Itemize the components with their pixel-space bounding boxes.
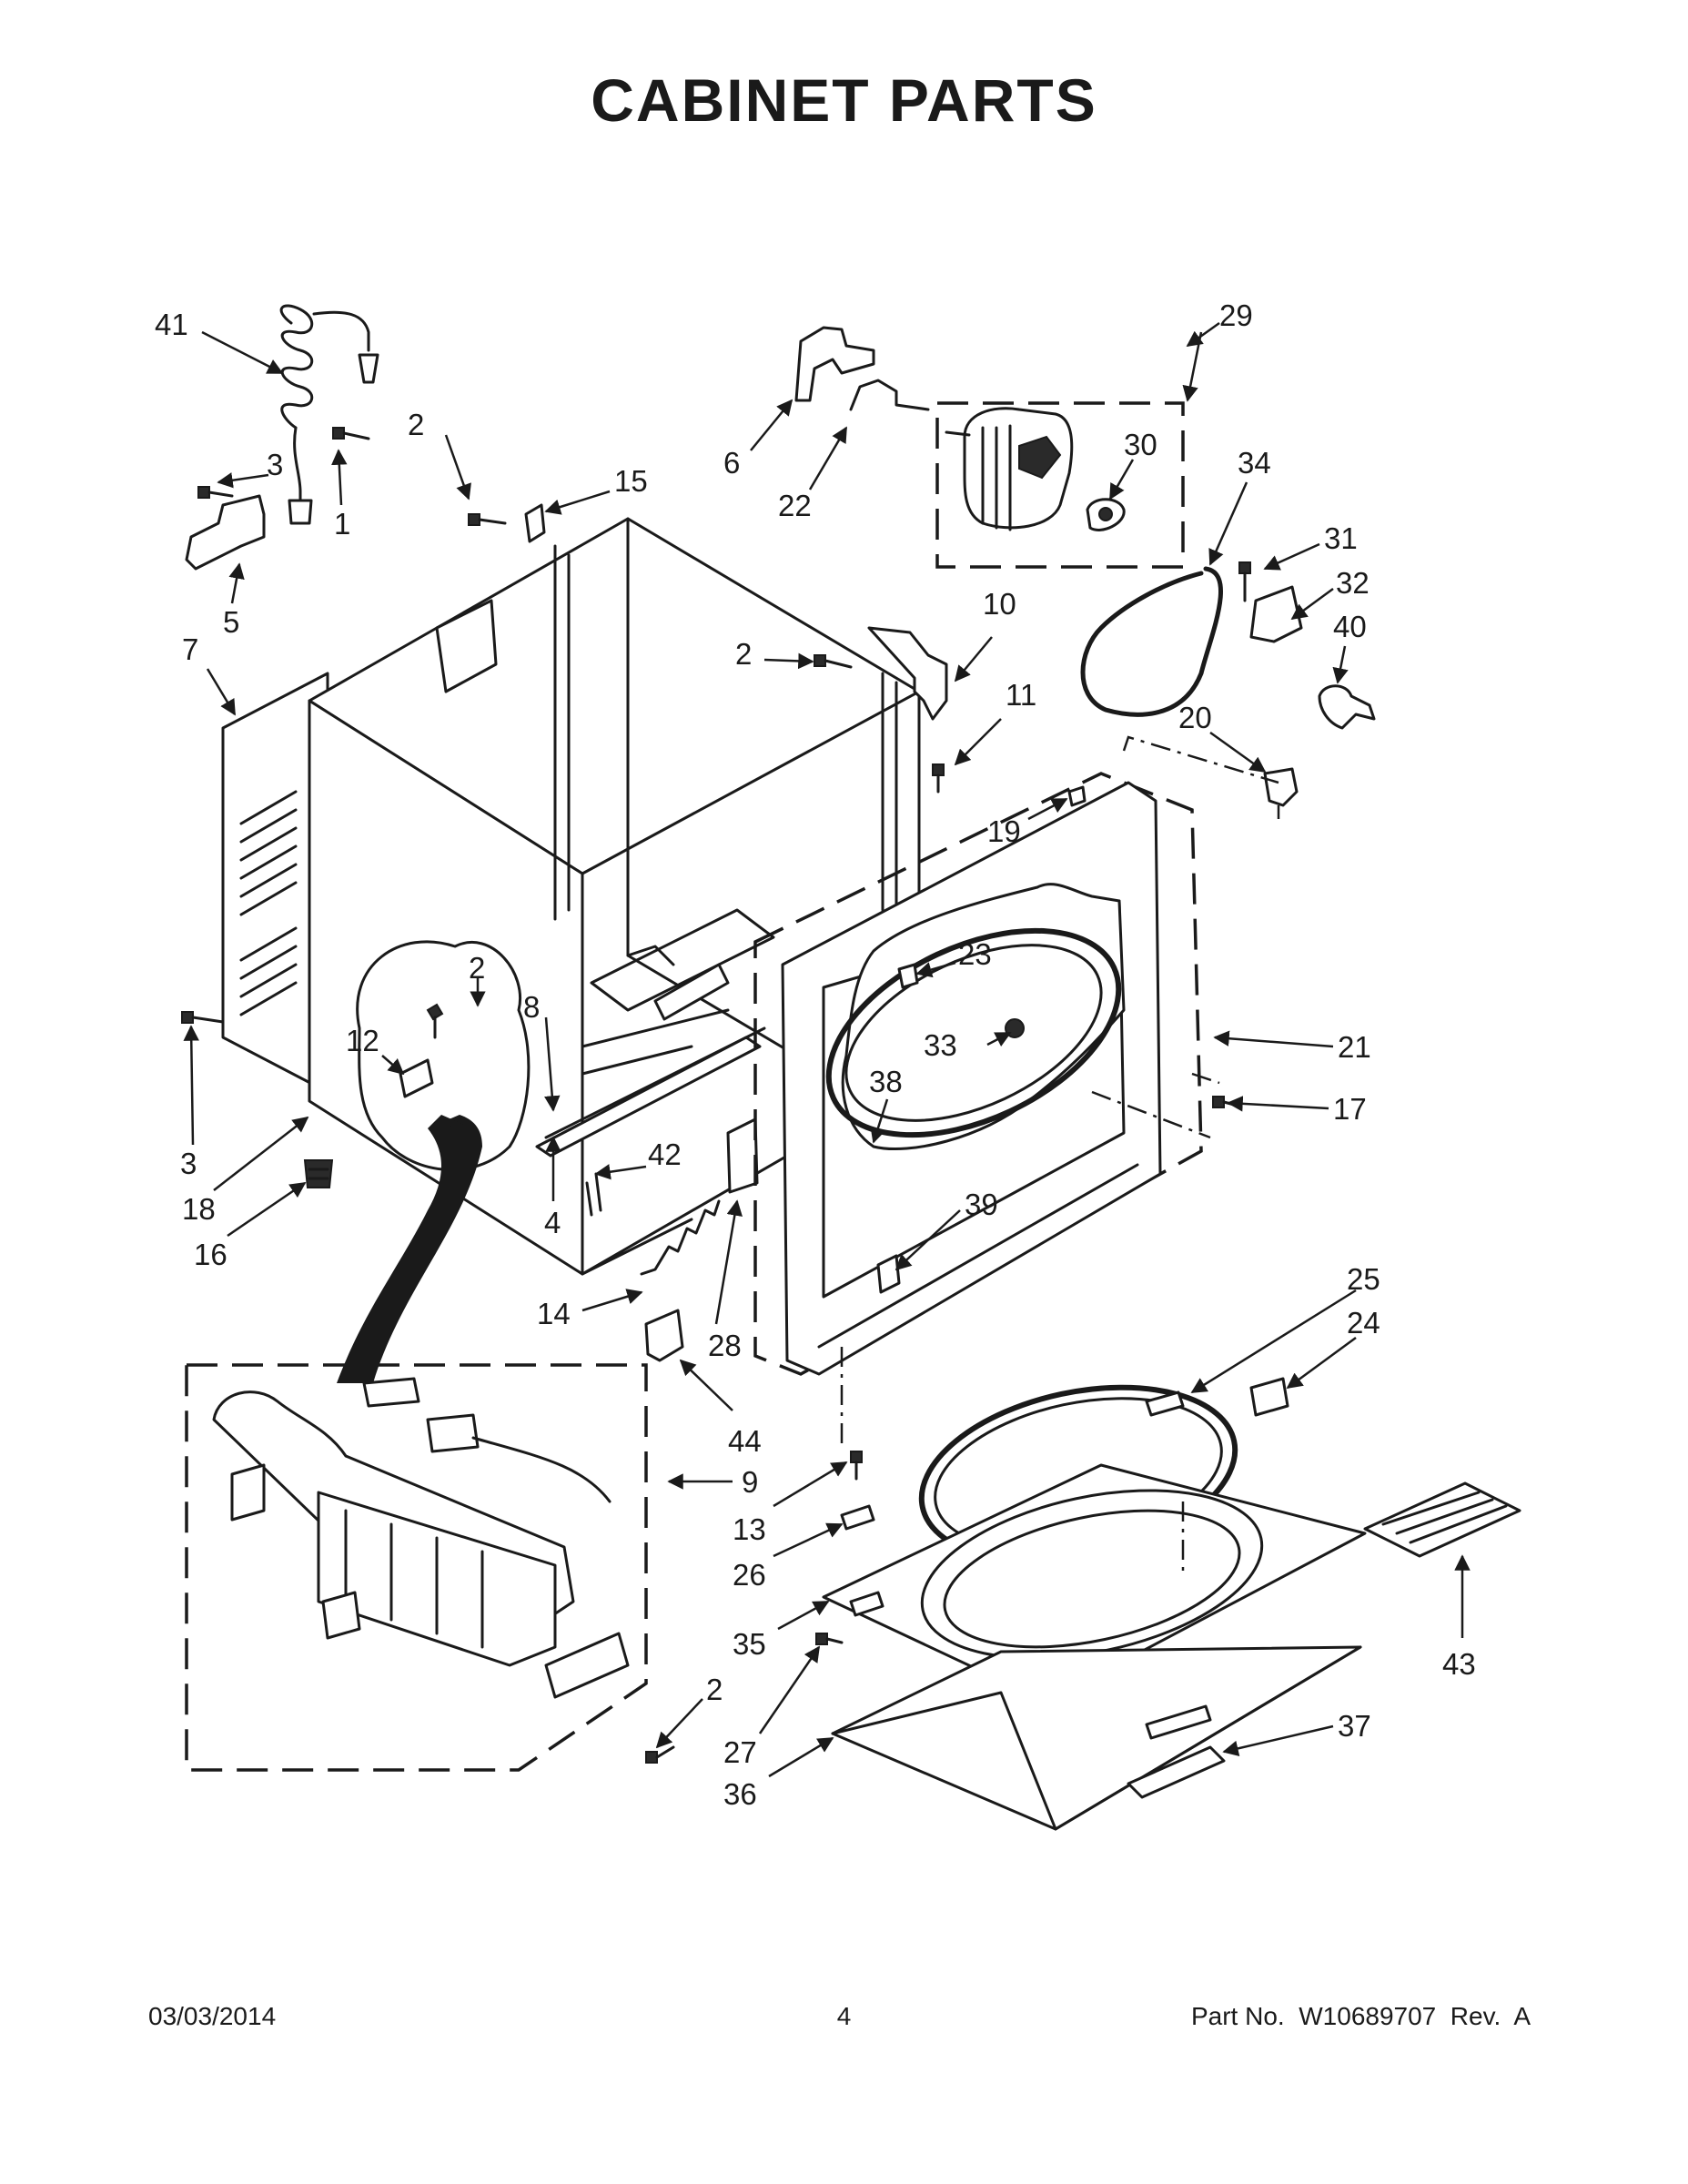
callout-30: 30 [1124,428,1157,461]
screw [197,486,234,499]
leader-lines [183,321,1471,1778]
callout-21: 21 [1338,1030,1371,1064]
door-switch [1318,684,1376,730]
callout-11: 11 [1006,678,1036,712]
callout-42: 42 [648,1138,682,1171]
start-button [1263,767,1299,807]
lamp [897,963,919,989]
leveling-leg [303,1159,334,1188]
motor-strap [849,379,930,411]
door-strike [876,1254,901,1294]
callout-43: 43 [1442,1647,1476,1681]
screw [468,513,507,526]
drive-belt [1080,566,1223,717]
motor-mount [644,1309,684,1362]
screw [332,427,370,440]
callout-38: 38 [869,1065,903,1098]
callout-9: 9 [742,1465,758,1499]
callout-2: 2 [735,637,752,671]
callout-25: 25 [1347,1262,1380,1296]
motor-bracket [794,326,875,402]
callout-26: 26 [733,1558,766,1592]
base-interior [535,908,775,1217]
callout-labels: 1 2 2 2 2 3 3 4 5 6 7 8 9 10 11 12 13 14… [155,298,1476,1811]
callout-40: 40 [1333,610,1367,643]
drum-seal [825,927,1122,1138]
callout-2: 2 [408,408,424,441]
drive-motor [945,407,1126,531]
heater-assembly [212,1377,630,1699]
callout-33: 33 [924,1028,957,1062]
toe-grille [1363,1481,1521,1558]
heater-assembly-box [185,1363,648,1772]
callout-4: 4 [544,1206,561,1239]
callout-44: 44 [728,1424,762,1458]
screw [426,1003,444,1039]
callout-17: 17 [1333,1092,1367,1126]
callout-22: 22 [778,489,812,522]
wire-clip [524,503,546,543]
callout-2: 2 [469,951,485,985]
callout-13: 13 [733,1512,766,1546]
footer-page-number: 4 [836,2002,852,2030]
callout-6: 6 [723,446,740,480]
rear-vents [239,790,298,1016]
switch-bracket [1249,585,1303,643]
callout-3: 3 [267,448,283,481]
callout-36: 36 [723,1777,757,1811]
callout-39: 39 [965,1188,998,1221]
screw [645,1745,675,1764]
callout-28: 28 [708,1329,742,1362]
screw [815,1633,844,1645]
callout-41: 41 [155,308,188,341]
callout-23: 23 [958,937,992,971]
front-panel-outline [753,772,1203,1376]
screw [181,1011,225,1024]
callout-34: 34 [1238,446,1271,480]
side-cutaway [356,940,531,1171]
bracket [840,1504,875,1531]
callout-3: 3 [180,1147,197,1180]
screw [1212,1096,1239,1108]
callout-37: 37 [1338,1709,1371,1743]
base-tray [1127,1745,1226,1799]
callout-24: 24 [1347,1306,1380,1340]
callout-35: 35 [733,1627,766,1661]
exhaust-duct [337,1115,482,1383]
motor-assembly-box [935,401,1185,569]
footer-date: 03/03/2014 [148,2002,277,2030]
callout-18: 18 [182,1192,216,1226]
screw [850,1451,863,1481]
callout-7: 7 [182,632,198,666]
terminal-cover [185,494,266,571]
callout-12: 12 [346,1024,379,1057]
callout-31: 31 [1324,521,1358,555]
callout-20: 20 [1178,701,1212,734]
callout-1: 1 [334,507,350,541]
callout-5: 5 [223,605,239,639]
callout-2: 2 [706,1673,723,1706]
callout-29: 29 [1219,298,1253,332]
screw [932,763,945,794]
power-cord [279,304,379,525]
callout-10: 10 [983,587,1016,621]
callout-14: 14 [537,1297,571,1330]
callout-32: 32 [1336,566,1370,600]
sensor-harness [867,626,948,721]
callout-8: 8 [523,990,540,1024]
callout-19: 19 [987,814,1021,848]
callout-16: 16 [194,1238,227,1271]
callout-27: 27 [723,1735,757,1769]
screw [1238,561,1251,602]
page-title: CABINET PARTS [591,66,1097,134]
drum-glide [1067,785,1087,807]
door-catch [1249,1377,1289,1417]
screw [814,654,853,669]
idler-spring [640,1199,721,1276]
idler-bracket [726,1117,759,1194]
footer-part-number: Part No. W10689707 Rev. A [1190,2002,1531,2030]
callout-15: 15 [614,464,648,498]
